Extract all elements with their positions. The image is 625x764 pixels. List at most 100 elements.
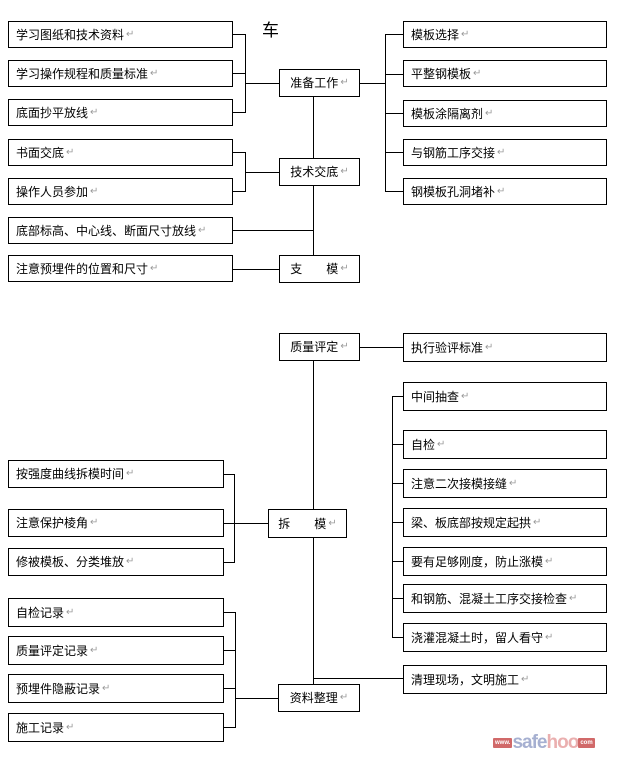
return-mark: ↵ <box>461 390 470 402</box>
connector-line <box>385 74 403 75</box>
stage-preparation: 准备工作↵ <box>279 69 360 97</box>
connector-line <box>313 538 314 684</box>
connector-line <box>392 444 403 445</box>
watermark-safe: safe <box>512 732 547 753</box>
node-label: 质量评定记录 <box>16 643 89 658</box>
node-quality-record: 质量评定记录↵ <box>8 636 224 665</box>
connector-line <box>235 698 278 699</box>
node-study-procedures: 学习操作规程和质量标准↵ <box>8 60 233 87</box>
return-mark: ↵ <box>497 146 506 158</box>
node-repair-stacking: 修被模板、分类堆放↵ <box>8 548 224 576</box>
node-acceptance-standard: 执行验评标准↵ <box>403 333 607 362</box>
node-label: 施工记录 <box>16 720 65 735</box>
node-label: 清理现场，文明施工 <box>411 672 520 687</box>
node-label: 中间抽查 <box>411 389 460 404</box>
connector-line <box>245 172 279 173</box>
node-label: 修被模板、分类堆放 <box>16 555 125 569</box>
connector-line <box>233 230 314 231</box>
return-mark: ↵ <box>461 28 470 40</box>
return-mark: ↵ <box>102 682 111 694</box>
stage-label: 技术交底 <box>290 165 339 179</box>
connector-line <box>233 191 245 192</box>
connector-line <box>392 522 403 523</box>
stage-quality-assessment: 质量评定↵ <box>279 333 360 361</box>
node-worker-participation: 操作人员参加↵ <box>8 178 233 205</box>
connector-line <box>245 83 279 84</box>
return-mark: ↵ <box>198 224 207 236</box>
return-mark: ↵ <box>340 263 349 274</box>
node-site-cleanup: 清理现场，文明施工↵ <box>403 665 607 694</box>
connector-line <box>360 83 385 84</box>
node-beam-slab-camber: 梁、板底部按规定起拱↵ <box>403 508 607 537</box>
stage-formwork-removal: 拆 模↵ <box>268 509 347 538</box>
node-strength-curve: 按强度曲线拆模时间↵ <box>8 460 224 488</box>
page-title: 车 <box>262 21 280 40</box>
return-mark: ↵ <box>473 67 482 79</box>
node-construction-record: 施工记录↵ <box>8 713 224 742</box>
return-mark: ↵ <box>569 592 578 604</box>
return-mark: ↵ <box>485 107 494 119</box>
node-interim-spot-check: 中间抽查↵ <box>403 382 607 411</box>
node-label: 学习操作规程和质量标准 <box>16 66 149 81</box>
return-mark: ↵ <box>150 67 159 79</box>
connector-line <box>392 396 403 397</box>
node-label: 预埋件隐蔽记录 <box>16 681 101 696</box>
connector-line <box>392 561 403 562</box>
watermark-com: com <box>578 737 595 748</box>
connector-line <box>313 678 403 679</box>
return-mark: ↵ <box>485 341 494 353</box>
node-hole-patching: 钢模板孔洞堵补↵ <box>403 178 607 205</box>
node-label: 和钢筋、混凝土工序交接检查 <box>411 591 568 606</box>
node-label: 学习图纸和技术资料 <box>16 27 125 42</box>
node-label: 底部标高、中心线、断面尺寸放线 <box>16 223 197 238</box>
node-label: 按强度曲线拆模时间 <box>16 467 125 481</box>
return-mark: ↵ <box>521 673 530 685</box>
connector-line <box>313 361 314 509</box>
connector-line <box>233 269 279 270</box>
node-self-inspection: 自检↵ <box>403 430 607 459</box>
node-label: 钢模板孔洞堵补 <box>411 184 496 199</box>
bracket-line <box>234 474 235 563</box>
node-label: 平整钢模板 <box>411 66 472 81</box>
return-mark: ↵ <box>437 438 446 450</box>
return-mark: ↵ <box>90 644 99 656</box>
return-mark: ↵ <box>340 77 349 88</box>
node-written-briefing: 书面交底↵ <box>8 139 233 166</box>
connector-line <box>313 186 314 255</box>
return-mark: ↵ <box>533 516 542 528</box>
node-embedded-parts: 注意预埋件的位置和尺寸↵ <box>8 255 233 282</box>
node-study-drawings: 学习图纸和技术资料↵ <box>8 21 233 48</box>
node-bottom-leveling: 底面抄平放线↵ <box>8 99 233 126</box>
connector-line <box>224 612 235 613</box>
node-elevation-lines: 底部标高、中心线、断面尺寸放线↵ <box>8 217 233 244</box>
return-mark: ↵ <box>90 106 99 118</box>
node-flatten-steel-form: 平整钢模板↵ <box>403 60 607 87</box>
connector-line <box>224 688 235 689</box>
node-label: 注意保护棱角 <box>16 516 89 530</box>
node-label: 注意二次接模接缝 <box>411 476 508 491</box>
connector-line <box>313 97 314 158</box>
return-mark: ↵ <box>497 185 506 197</box>
node-label: 模板选择 <box>411 27 460 42</box>
return-mark: ↵ <box>340 341 349 352</box>
return-mark: ↵ <box>545 555 554 567</box>
node-self-check-record: 自检记录↵ <box>8 598 224 627</box>
bracket-line <box>245 34 246 113</box>
return-mark: ↵ <box>126 556 135 567</box>
node-label: 自检 <box>411 437 436 452</box>
node-label: 底面抄平放线 <box>16 105 89 120</box>
return-mark: ↵ <box>66 146 75 158</box>
connector-line <box>360 347 403 348</box>
return-mark: ↵ <box>90 185 99 197</box>
node-label: 操作人员参加 <box>16 184 89 199</box>
connector-line <box>224 562 234 563</box>
connector-line <box>224 523 268 524</box>
node-rebar-handover: 与钢筋工序交接↵ <box>403 139 607 166</box>
return-mark: ↵ <box>328 517 337 529</box>
node-label: 注意预埋件的位置和尺寸 <box>16 261 149 276</box>
return-mark: ↵ <box>126 28 135 40</box>
connector-line <box>385 34 403 35</box>
node-label: 浇灌混凝土时，留人看守 <box>411 630 544 645</box>
node-rigidity-anti-bulge: 要有足够刚度，防止涨模↵ <box>403 547 607 576</box>
stage-label: 支 模 <box>290 262 339 276</box>
